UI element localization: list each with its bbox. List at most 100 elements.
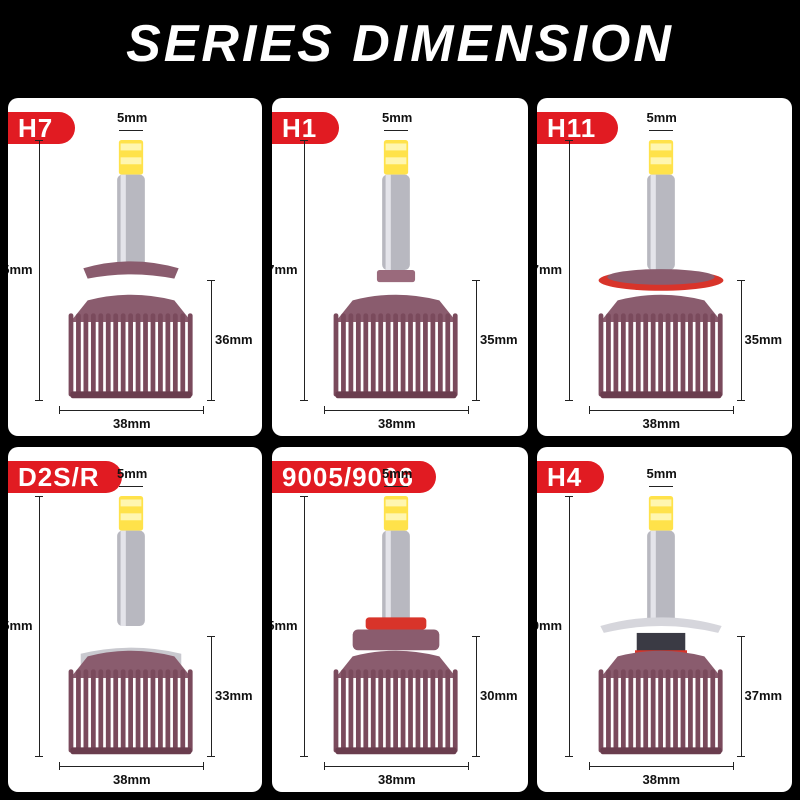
base-height-line [740, 280, 742, 400]
base-height-line [476, 636, 477, 756]
base-width-tick-right [468, 406, 469, 414]
base-width-label: 38mm [642, 416, 681, 431]
base-height-tick-bottom [736, 756, 745, 757]
base-width-line [59, 410, 203, 411]
base-height-tick-bottom [472, 756, 480, 757]
height-tick-top [300, 140, 308, 141]
base-height-tick-bottom [207, 756, 215, 757]
base-height-label: 35mm [480, 332, 518, 347]
height-tick-bottom [564, 756, 573, 757]
base-height-tick-top [207, 280, 215, 281]
base-width-label: 38mm [378, 772, 416, 787]
base-height-label: 37mm [744, 688, 783, 703]
bulb-image [598, 496, 723, 755]
height-line [39, 140, 40, 400]
top-width-label: 5mm [117, 466, 148, 481]
bulb-image [333, 140, 458, 399]
height-tick-bottom [300, 400, 308, 401]
height-tick-top [564, 140, 573, 141]
base-height-tick-top [472, 280, 480, 281]
base-height-line [476, 280, 477, 400]
top-width-line [384, 130, 408, 131]
bulb-image [68, 496, 193, 755]
base-height-label: 35mm [744, 332, 783, 347]
base-width-line [59, 766, 203, 767]
height-label: 67mm [272, 262, 298, 277]
model-badge: H7 [8, 112, 76, 144]
height-line [568, 496, 570, 756]
base-width-label: 38mm [113, 416, 151, 431]
top-width-line [384, 486, 408, 487]
height-line [39, 496, 40, 756]
base-width-line [588, 766, 733, 767]
base-width-label: 38mm [113, 772, 151, 787]
base-width-tick-left [324, 762, 325, 770]
base-width-tick-right [732, 406, 734, 414]
base-height-tick-top [207, 636, 215, 637]
base-height-tick-top [472, 636, 480, 637]
top-width-line [119, 486, 143, 487]
base-height-label: 33mm [215, 688, 253, 703]
height-label: 67mm [537, 262, 563, 277]
base-width-tick-right [732, 762, 734, 770]
base-height-tick-top [736, 636, 745, 637]
top-width-label: 5mm [117, 110, 148, 125]
base-height-tick-bottom [736, 400, 745, 401]
model-badge: H4 [537, 461, 605, 493]
top-width-label: 5mm [382, 110, 413, 125]
base-width-tick-left [324, 406, 325, 414]
height-tick-top [300, 496, 308, 497]
base-width-label: 38mm [378, 416, 416, 431]
height-label: 69mm [537, 618, 563, 633]
bulb-card-2: H1 5mm 67mm 35mm 38mm [272, 98, 528, 436]
base-height-tick-top [736, 280, 745, 281]
top-width-label: 5mm [382, 466, 413, 481]
base-width-tick-right [203, 762, 204, 770]
base-width-tick-right [203, 406, 204, 414]
top-width-label: 5mm [646, 110, 677, 125]
height-tick-top [35, 496, 43, 497]
base-height-tick-bottom [472, 400, 480, 401]
bulb-image [333, 496, 458, 755]
height-tick-bottom [35, 756, 43, 757]
model-badge: H1 [272, 112, 340, 144]
base-height-line [211, 280, 212, 400]
base-width-tick-left [59, 406, 60, 414]
base-width-tick-left [59, 762, 60, 770]
page-title: SERIES DIMENSION [126, 15, 674, 73]
height-line [568, 140, 570, 400]
bulb-card-6: H4 5mm 69mm 37mm 38mm [537, 447, 792, 792]
base-height-line [211, 636, 212, 756]
base-width-line [324, 766, 468, 767]
top-width-line [648, 486, 673, 487]
base-width-tick-left [588, 406, 590, 414]
top-width-line [648, 130, 673, 131]
base-width-label: 38mm [642, 772, 681, 787]
height-tick-top [564, 496, 573, 497]
base-width-tick-right [468, 762, 469, 770]
bulb-card-5: 9005/9006 5mm65mm30mm38mm [272, 447, 528, 792]
top-width-label: 5mm [646, 466, 677, 481]
base-height-tick-bottom [207, 400, 215, 401]
bulb-image [68, 140, 193, 399]
base-width-line [588, 410, 733, 411]
height-line [304, 140, 305, 400]
base-height-label: 36mm [215, 332, 253, 347]
height-line [304, 496, 305, 756]
base-height-label: 30mm [480, 688, 518, 703]
height-tick-bottom [300, 756, 308, 757]
bulb-image [598, 140, 723, 399]
base-height-line [740, 636, 742, 756]
base-width-line [324, 410, 468, 411]
height-tick-bottom [35, 400, 43, 401]
height-tick-bottom [564, 400, 573, 401]
model-badge: D2S/R [8, 461, 122, 493]
bulb-card-3: H11 5mm 67mm 35mm 38mm [537, 98, 792, 436]
model-badge: H11 [537, 112, 619, 144]
base-width-tick-left [588, 762, 590, 770]
